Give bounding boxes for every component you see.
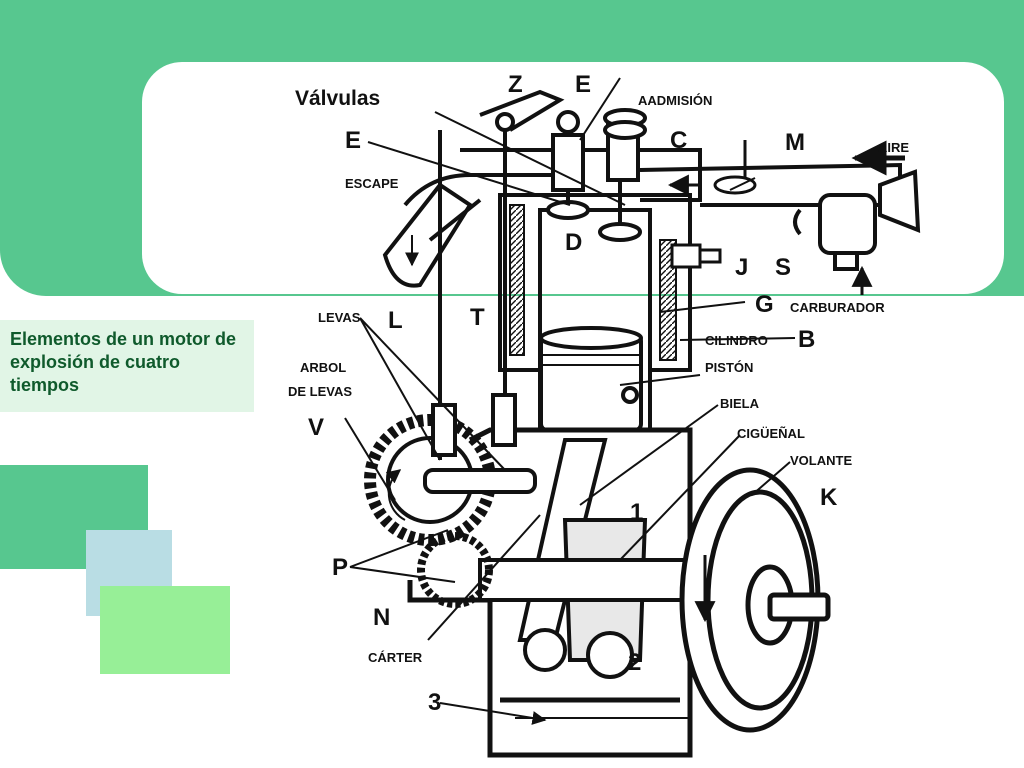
label-n: N — [373, 604, 390, 631]
label-2: 2 — [628, 649, 641, 676]
label-z: Z — [508, 71, 523, 98]
label-s: S — [775, 254, 791, 281]
label-ciguenal: CIGÜEÑAL — [737, 426, 805, 441]
spark-plug — [670, 243, 722, 269]
label-biela: BIELA — [720, 396, 760, 411]
label-g: G — [755, 291, 774, 318]
label-k: K — [820, 484, 838, 511]
label-d: D — [565, 229, 582, 256]
flywheel — [679, 467, 831, 733]
throttle — [713, 140, 757, 195]
piston — [539, 326, 643, 432]
label-arbol: ARBOL — [300, 360, 346, 375]
valves — [546, 108, 647, 242]
label-piston: PISTÓN — [705, 360, 753, 375]
label-de-levas: DE LEVAS — [288, 384, 352, 399]
label-b: B — [798, 326, 815, 353]
label-carter: CÁRTER — [368, 650, 423, 665]
camshaft-gear — [364, 393, 537, 546]
label-valvulas: Válvulas — [295, 87, 380, 110]
label-aire: AIRE — [878, 140, 909, 155]
label-carburador: CARBURADOR — [790, 300, 885, 315]
label-admision: AADMISIÓN — [638, 93, 712, 108]
label-e: E — [575, 71, 591, 98]
label-t: T — [470, 304, 485, 331]
engine-diagram: Válvulas Z E E AADMISIÓN C M AIRE ESCAPE… — [288, 71, 921, 758]
label-p: P — [332, 554, 348, 581]
label-3: 3 — [428, 689, 441, 716]
label-levas: LEVAS — [318, 310, 361, 325]
caption-box: Elementos de un motor de explosión de cu… — [0, 320, 254, 412]
label-c: C — [670, 127, 687, 154]
crank-gear — [417, 532, 493, 608]
label-m: M — [785, 129, 805, 156]
label-v: V — [308, 414, 324, 441]
leader-lines — [344, 77, 796, 725]
label-volante: VOLANTE — [790, 453, 852, 468]
label-cilindro: CILINDRO — [705, 333, 768, 348]
caption-text: Elementos de un motor de explosión de cu… — [10, 329, 237, 395]
label-j: J — [735, 254, 748, 281]
connecting-rod — [478, 438, 692, 679]
carburetor — [793, 169, 921, 271]
label-1: 1 — [630, 499, 643, 526]
label-e2: E — [345, 127, 361, 154]
exhaust-pipe — [382, 182, 473, 288]
label-escape: ESCAPE — [345, 176, 399, 191]
decor-square-lightgreen — [100, 586, 230, 674]
label-l: L — [388, 307, 403, 334]
